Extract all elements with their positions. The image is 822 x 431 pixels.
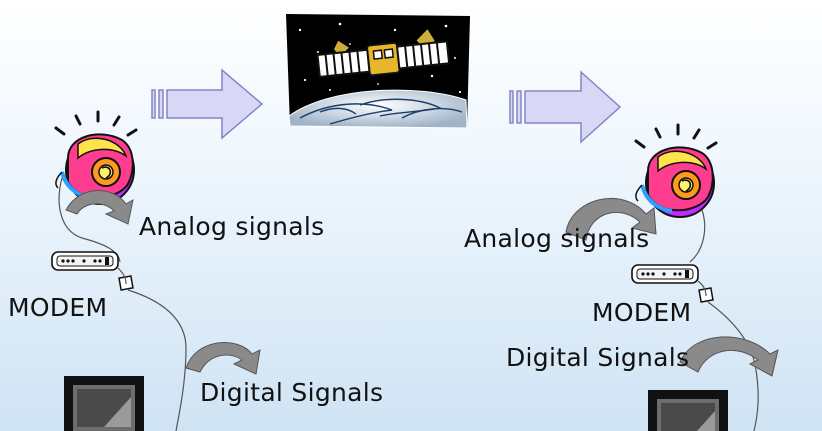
modem-icon: [631, 264, 699, 284]
curved-arrow-icon: [65, 190, 134, 225]
satellite-over-earth-icon: [286, 14, 470, 129]
curved-arrow-icon: [679, 336, 779, 377]
curved-arrow-icon: [185, 342, 261, 375]
digital-signals-label-left: Digital Signals: [200, 378, 384, 407]
computer-monitor-icon: [64, 376, 144, 431]
analog-signals-label-left: Analog signals: [139, 212, 325, 241]
striped-right-arrow-icon: [151, 68, 264, 140]
modem-label-left: MODEM: [8, 293, 108, 322]
analog-signals-label-right: Analog signals: [464, 224, 650, 253]
curved-arrow-icon: [565, 198, 657, 241]
modem-icon: [51, 251, 119, 271]
computer-monitor-icon: [648, 390, 728, 431]
telephone-icon: [633, 123, 718, 219]
striped-right-arrow-icon: [509, 70, 622, 144]
digital-signals-label-right: Digital Signals: [506, 343, 690, 372]
modem-label-right: MODEM: [592, 298, 692, 327]
